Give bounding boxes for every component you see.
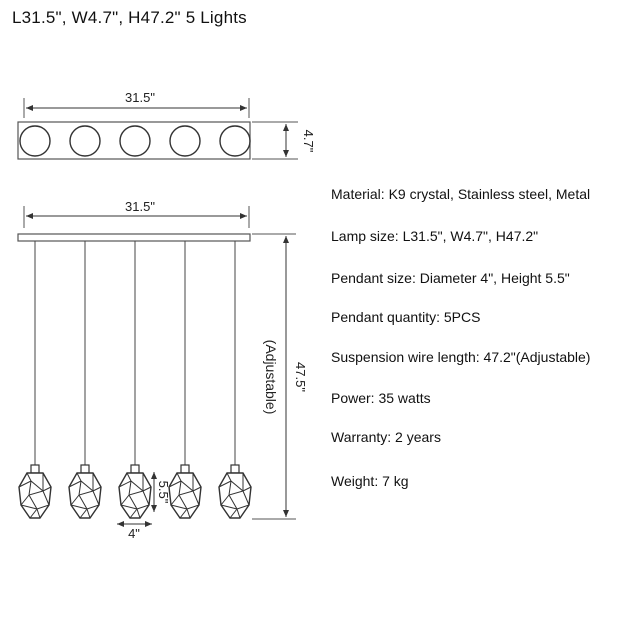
pendant-circle [119, 125, 151, 157]
pendants [18, 241, 252, 519]
spec-value: L31.5", W4.7", H47.2" [402, 228, 539, 244]
pendant-cap [80, 464, 90, 474]
spec-row: Warranty: 2 years [331, 429, 441, 445]
pendant-circles [19, 125, 251, 157]
pendant-circle [19, 125, 51, 157]
pendant-cap [130, 464, 140, 474]
spec-label: Lamp size: [331, 228, 399, 244]
spec-row: Weight: 7 kg [331, 473, 409, 489]
spec-value: 2 years [395, 429, 441, 445]
spec-row: Power: 35 watts [331, 390, 431, 406]
spec-row: Material: K9 crystal, Stainless steel, M… [331, 186, 590, 202]
pendant [18, 241, 52, 519]
top-depth-label: 4.7" [301, 130, 316, 153]
pendant-height-label: 5.5" [156, 481, 171, 504]
crystal-facets [68, 472, 102, 519]
crystal-facets [118, 472, 152, 519]
spec-value: 35 watts [378, 390, 431, 406]
spec-label: Pendant quantity: [331, 309, 440, 325]
spec-label: Power: [331, 390, 375, 406]
spec-value: 7 kg [382, 473, 409, 489]
pendant [118, 241, 152, 519]
pendant-cap [30, 464, 40, 474]
top-view: 31.5" 4.7" [17, 90, 316, 160]
pendant-diameter-label: 4" [128, 526, 140, 541]
pendant [68, 241, 102, 519]
pendant-cap [180, 464, 190, 474]
pendant-circle [69, 125, 101, 157]
canopy-bar [17, 233, 251, 242]
pendant-cap [230, 464, 240, 474]
pendant-circle [169, 125, 201, 157]
spec-value: 47.2"(Adjustable) [483, 349, 591, 365]
crystal-facets [218, 472, 252, 519]
spec-value: 5PCS [443, 309, 481, 325]
crystal-facets [18, 472, 52, 519]
spec-row: Suspension wire length: 47.2"(Adjustable… [331, 349, 590, 365]
spec-row: Lamp size: L31.5", W4.7", H47.2" [331, 228, 538, 244]
side-view: 31.5" 47.5" (Adjustable) 5.5" 4" [17, 199, 308, 541]
spec-label: Pendant size: [331, 270, 416, 286]
spec-label: Warranty: [331, 429, 392, 445]
pendant [168, 241, 202, 519]
pendant-circle [219, 125, 251, 157]
pendant [218, 241, 252, 519]
spec-label: Weight: [331, 473, 379, 489]
spec-value: K9 crystal, Stainless steel, Metal [388, 186, 591, 202]
spec-value: Diameter 4", Height 5.5" [419, 270, 570, 286]
product-title: L31.5", W4.7", H47.2" 5 Lights [12, 8, 247, 27]
spec-row: Pendant quantity: 5PCS [331, 309, 480, 325]
crystal-facets [168, 472, 202, 519]
spec-row: Pendant size: Diameter 4", Height 5.5" [331, 270, 570, 286]
side-width-label: 31.5" [125, 199, 155, 214]
adjustable-label: (Adjustable) [263, 340, 279, 415]
height-label: 47.5" [293, 362, 308, 392]
top-width-label: 31.5" [125, 90, 155, 105]
spec-label: Suspension wire length: [331, 349, 480, 365]
spec-label: Material: [331, 186, 385, 202]
canopy-top-view [17, 121, 251, 160]
